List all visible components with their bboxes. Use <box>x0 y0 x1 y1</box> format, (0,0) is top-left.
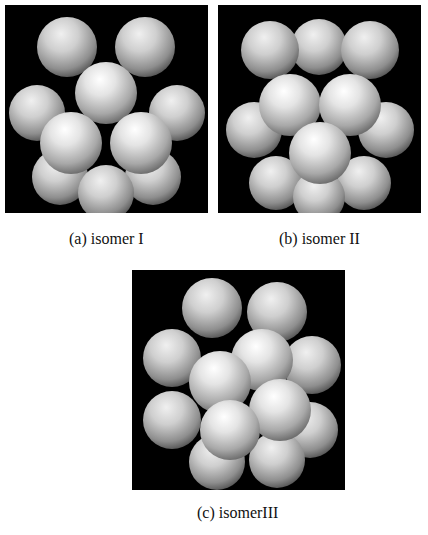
cluster-image <box>218 5 421 213</box>
panel-caption: (b) isomer II <box>279 230 360 248</box>
panel-caption: (a) isomer I <box>69 230 144 248</box>
cluster-image <box>132 270 345 490</box>
panel-caption: (c) isomerIII <box>197 504 278 522</box>
cluster-image <box>5 5 208 213</box>
